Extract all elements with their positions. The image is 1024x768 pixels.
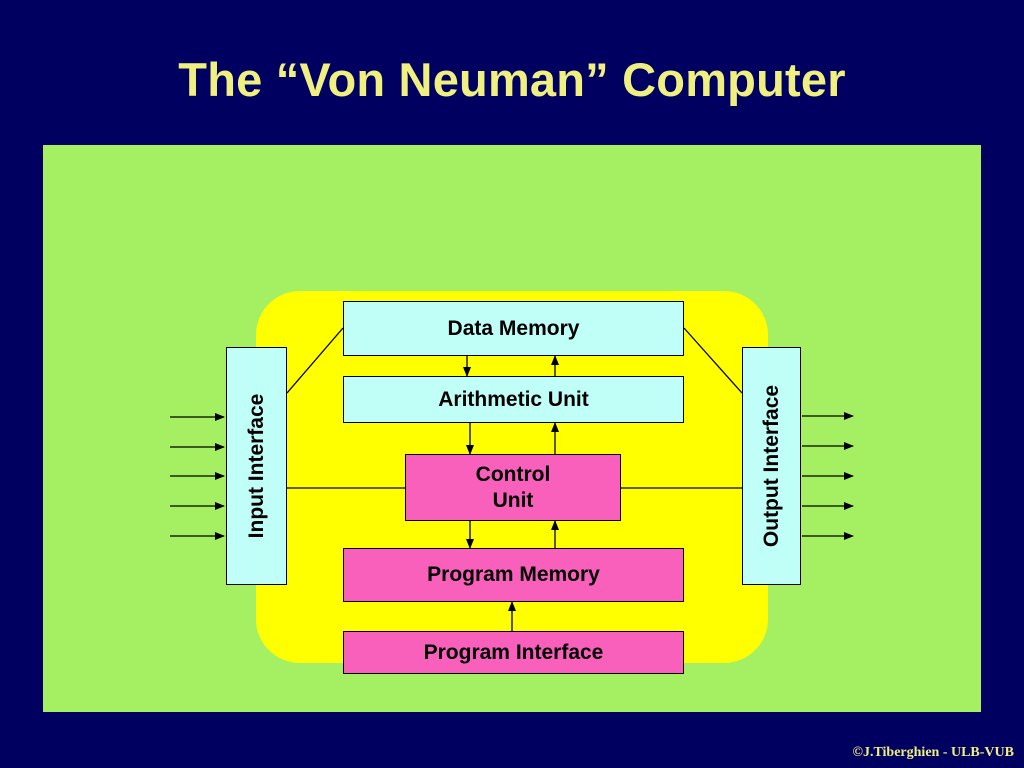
data-memory-box: Data Memory <box>343 301 684 356</box>
program-memory-box: Program Memory <box>343 548 684 602</box>
program-interface-box: Program Interface <box>343 631 684 674</box>
control-unit-label-line1: Control <box>475 462 551 486</box>
output-interface-box: Output Interface <box>742 347 801 585</box>
page-title: The “Von Neuman” Computer <box>178 53 846 106</box>
control-unit-box: Control Unit <box>405 454 621 521</box>
program-memory-label: Program Memory <box>427 563 600 586</box>
program-interface-label: Program Interface <box>423 640 604 664</box>
input-interface-label: Input Interface <box>244 393 268 539</box>
control-unit-label-line2: Unit <box>492 488 534 512</box>
copyright-notice: ©J.Tiberghien - ULB-VUB <box>852 745 1015 760</box>
input-interface-box: Input Interface <box>226 347 287 585</box>
data-memory-label: Data Memory <box>447 316 580 340</box>
arithmetic-unit-box: Arithmetic Unit <box>343 376 684 423</box>
arithmetic-unit-label: Arithmetic Unit <box>438 387 589 411</box>
output-interface-label: Output Interface <box>759 384 783 548</box>
